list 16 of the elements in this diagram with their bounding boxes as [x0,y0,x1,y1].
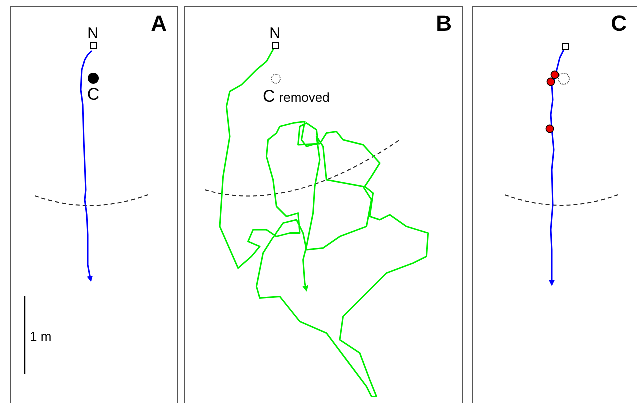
nest-label: N [270,26,280,41]
walking-path [549,50,565,286]
nest-label: N [88,26,98,41]
panel-letter: B [436,13,452,35]
walking-path [219,46,430,398]
panel-frame [184,6,463,403]
walking-path [80,50,94,282]
cue-label: C [263,89,276,104]
panel-letter: C [611,13,627,35]
removed-cue-circle [558,73,570,85]
removed-note: removed [279,90,330,105]
panel-frame [472,6,637,403]
panel-letter: A [151,13,167,35]
scale-label: 1 m [30,329,52,344]
panel-frame [10,6,178,403]
cue-label: C [87,87,100,102]
